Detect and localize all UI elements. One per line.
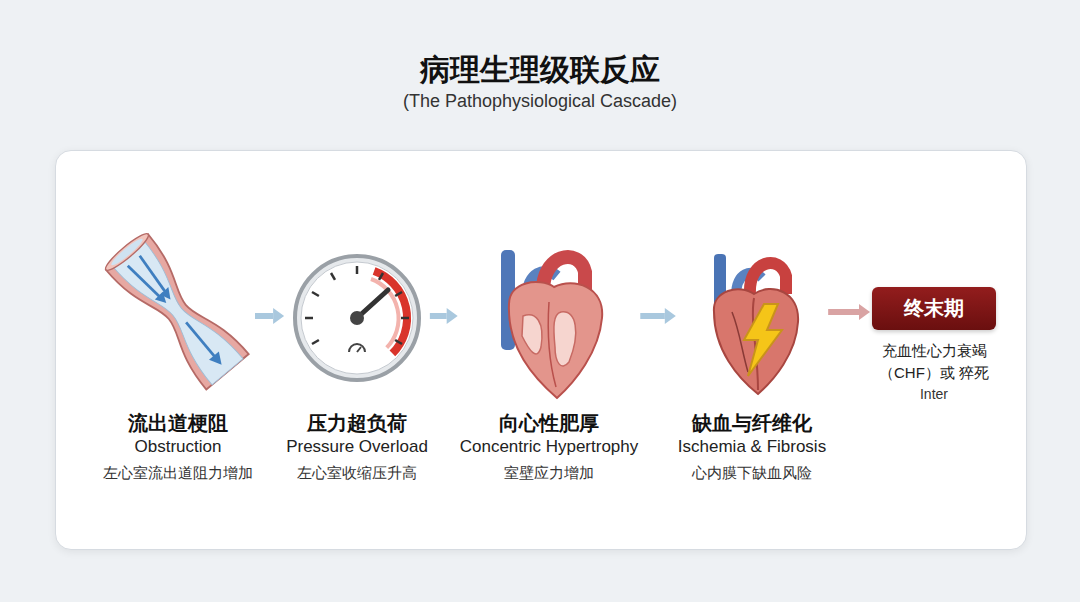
arrow-shaft xyxy=(255,313,273,319)
illustration-holder xyxy=(479,232,619,404)
gauge-hub xyxy=(350,311,364,325)
vessel-group xyxy=(102,230,248,390)
gauge-tick xyxy=(305,317,313,320)
stage-heading: 压力超负荷 xyxy=(286,410,428,436)
arrow-shaft xyxy=(828,309,859,315)
gauge-tick xyxy=(395,340,402,344)
stage-description: 心内膜下缺血风险 xyxy=(678,462,826,483)
vessel-lumen xyxy=(111,239,243,385)
flow-arrow xyxy=(828,304,870,320)
flow-arrow xyxy=(137,256,168,292)
flow-arrow xyxy=(128,263,160,300)
arrow-head xyxy=(665,308,676,324)
gauge-tick xyxy=(312,292,319,296)
stage-english: Concentric Hypertrophy xyxy=(460,436,639,458)
heart-body xyxy=(509,282,602,398)
illustration-holder xyxy=(287,232,427,404)
flow-arrow xyxy=(255,308,284,324)
heart-ischemia-illustration xyxy=(692,232,812,404)
arrow-shaft xyxy=(640,313,665,319)
vessel-cut-face xyxy=(102,230,151,274)
illustration-holder xyxy=(692,232,812,404)
illustration-holder xyxy=(103,232,253,404)
stage-heading: 缺血与纤维化 xyxy=(678,410,826,436)
gauge-icon xyxy=(349,344,365,352)
vessel-cut-lumen xyxy=(109,236,145,268)
stage-description: 左心室流出道阻力增加 xyxy=(103,462,253,483)
subtitle-label: (The Pathophysiological Cascade) xyxy=(0,89,1080,113)
gauge-tick xyxy=(331,273,335,280)
vessel-illustration xyxy=(103,232,253,404)
note-text: Inter xyxy=(872,384,996,404)
gauge-face xyxy=(301,262,413,374)
heart-body xyxy=(714,289,798,394)
gauge-tick xyxy=(401,317,409,320)
gauge-ticks xyxy=(305,266,409,344)
arrow-shaft xyxy=(430,313,447,319)
septum-line xyxy=(548,302,556,387)
flow-arrow xyxy=(430,308,458,324)
arrow-head xyxy=(447,308,458,324)
stage-english: Pressure Overload xyxy=(286,436,428,458)
flow-arrow xyxy=(640,308,676,324)
right-ventricle xyxy=(522,315,542,354)
left-ventricle xyxy=(554,312,576,366)
stage-heading: 向心性肥厚 xyxy=(460,410,639,436)
coronary-vessel xyxy=(732,312,748,372)
gauge-tick xyxy=(395,292,402,296)
lightning-bolt xyxy=(744,304,782,376)
outcome-description: 充血性心力衰竭 （CHF）或 猝死 xyxy=(872,340,996,384)
stage-english: Obstruction xyxy=(103,436,253,458)
gauge-tick xyxy=(356,266,359,274)
stage-description: 室壁应力增加 xyxy=(460,462,639,483)
stage-node: 向心性肥厚Concentric Hypertrophy 室壁应力增加 xyxy=(458,232,641,483)
flow-arrow-head xyxy=(209,351,227,368)
stage-description: 左心室收缩压升高 xyxy=(286,462,428,483)
gauge-tick xyxy=(379,273,383,280)
diagram-title: 病理生理级联反应 xyxy=(0,50,1080,90)
stage-node: 缺血与纤维化Ischemia & Fibrosis 心内膜下缺血风险 xyxy=(676,232,828,483)
flow-arrow xyxy=(186,322,214,356)
heart-section-illustration xyxy=(479,232,619,404)
stage-heading: 流出道梗阻 xyxy=(103,410,253,436)
stage-english: Ischemia & Fibrosis xyxy=(678,436,826,458)
gauge-illustration xyxy=(287,232,427,404)
arrow-head xyxy=(859,304,870,320)
stage-node: 压力超负荷Pressure Overload 左心室收缩压升高 xyxy=(284,232,430,483)
gauge-rim xyxy=(295,256,419,380)
stage-node: 流出道梗阻Obstruction 左心室流出道阻力增加 xyxy=(101,232,255,483)
end-stage-node: 终末期充血性心力衰竭 （CHF）或 猝死Inter xyxy=(870,287,998,404)
end-stage-title: 终末期 xyxy=(872,287,996,330)
gauge-tick xyxy=(312,340,319,344)
arrow-head xyxy=(273,308,284,324)
end-stage-box: 终末期 xyxy=(872,287,996,330)
flow-arrow-head xyxy=(154,292,170,308)
gauge-red-zone-inner xyxy=(371,279,399,348)
